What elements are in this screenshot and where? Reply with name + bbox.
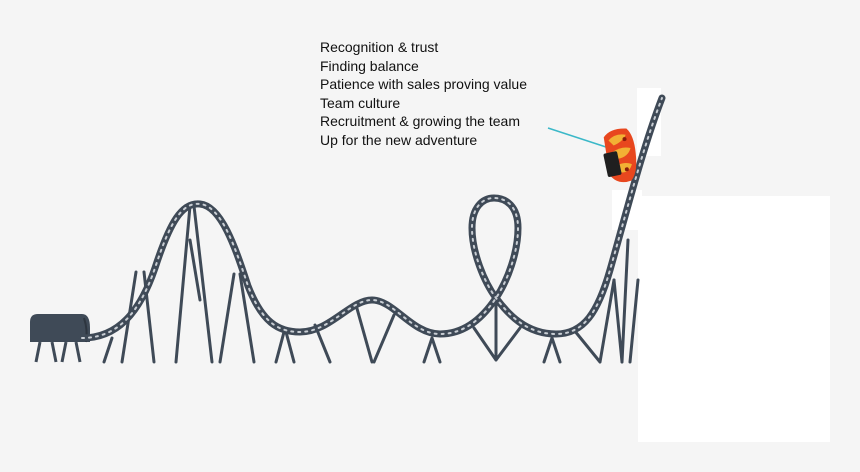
note-adventure: Up for the new adventure bbox=[320, 131, 478, 148]
note-balance: Finding balance bbox=[320, 57, 419, 74]
note-recognition: Recognition & trust bbox=[320, 39, 439, 55]
note-patience: Patience with sales proving value bbox=[320, 76, 528, 93]
coaster-track bbox=[78, 94, 666, 342]
track-supports bbox=[102, 204, 640, 364]
note-team-culture: Team culture bbox=[320, 94, 401, 111]
white-overlay-panel bbox=[638, 196, 830, 442]
feedback-notes: Recognition & trust Finding balance Pati… bbox=[320, 38, 527, 150]
pointer-line bbox=[547, 127, 607, 148]
roller-coaster-car-icon bbox=[603, 128, 637, 183]
note-recruitment: Recruitment & growing the team bbox=[320, 113, 520, 130]
